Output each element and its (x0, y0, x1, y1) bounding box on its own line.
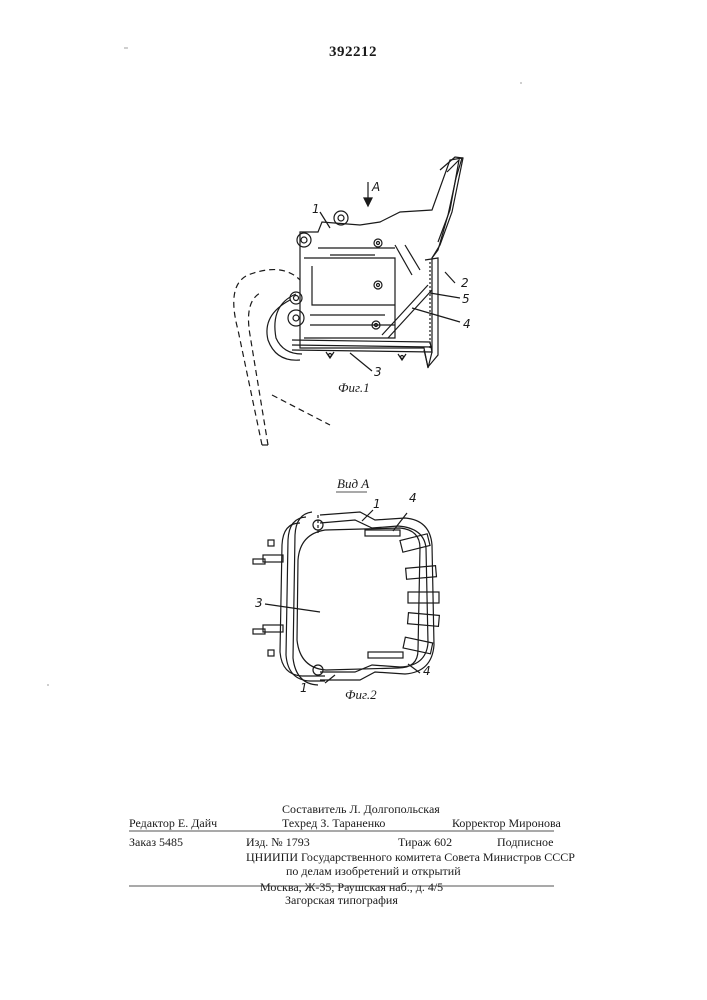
subscription: Подписное (497, 835, 554, 850)
fig1-callout-4: 4 (463, 317, 471, 331)
edition-number: Изд. № 1793 (246, 835, 310, 850)
figure-2-caption: Фиг.2 (345, 687, 377, 703)
institute-line-2: по делам изобретений и открытий (286, 864, 461, 879)
print-run: Тираж 602 (398, 835, 452, 850)
fig1-callout-2: 2 (461, 276, 469, 290)
fig1-callout-5: 5 (462, 292, 470, 306)
figure-1-drawing (234, 157, 463, 445)
techred: Техред З. Тараненко (282, 816, 385, 831)
editor: Редактор Е. Дайч (129, 816, 217, 831)
view-a-title: Вид А (337, 476, 369, 492)
fig2-callout-4-top: 4 (409, 491, 417, 505)
compiler: Составитель Л. Долгопольская (282, 802, 440, 817)
order-number: Заказ 5485 (129, 835, 183, 850)
fig2-callout-1-bottom: 1 (300, 681, 308, 695)
fig2-callout-4-bottom: 4 (423, 664, 431, 678)
corrector: Корректор Миронова (452, 816, 561, 831)
figure-2-drawing (253, 492, 439, 685)
institute-line-1: ЦНИИПИ Государственного комитета Совета … (246, 850, 575, 865)
figure-1-caption: Фиг.1 (338, 380, 370, 396)
fig1-callout-3: 3 (374, 365, 382, 379)
fig2-callout-1-top: 1 (373, 497, 381, 511)
view-arrow-label: A (372, 180, 380, 194)
fig2-callout-3: 3 (255, 596, 263, 610)
printer: Загорская типография (285, 893, 398, 908)
fig1-callout-1: 1 (312, 202, 320, 216)
